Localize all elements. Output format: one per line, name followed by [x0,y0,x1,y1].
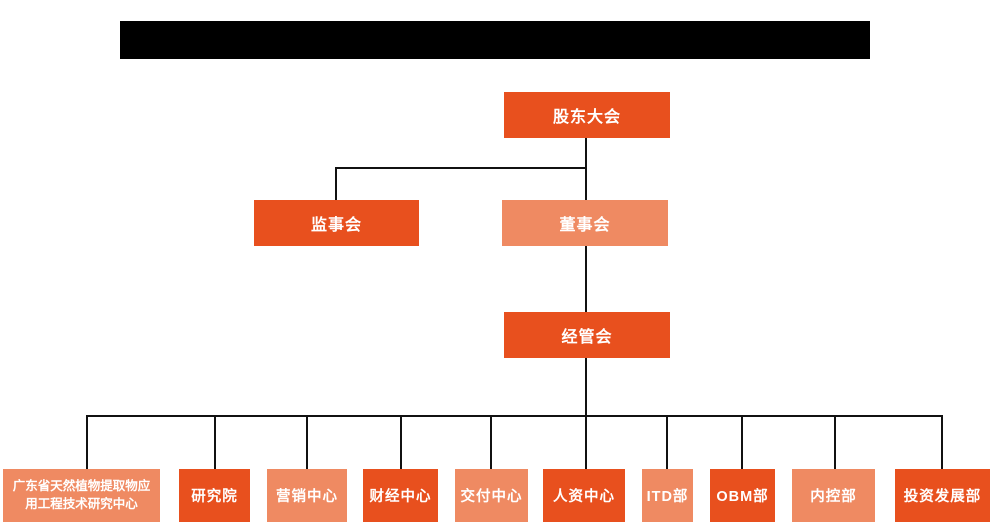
connector-drop-obm-dept [741,415,743,469]
connector-drop-hr-center [585,415,587,469]
node-research-center: 广东省天然植物提取物应 用工程技术研究中心 [3,469,160,522]
connector-drop-itd-dept [666,415,668,469]
connector-drop-finance-center [400,415,402,469]
node-obm-dept: OBM部 [710,469,775,522]
node-finance-center: 财经中心 [363,469,438,522]
node-management-committee: 经管会 [504,312,670,358]
connector-management-to-branch [585,358,587,417]
node-marketing-center: 营销中心 [267,469,347,522]
connector-drop-research-institute [214,415,216,469]
connector-branch-level4 [86,415,943,417]
connector-drop-supervisory [335,167,337,200]
connector-drop-investment-development-dept [941,415,943,469]
connector-drop-internal-control-dept [834,415,836,469]
redacted-title-bar [120,21,870,59]
node-itd-dept: ITD部 [642,469,693,522]
connector-trunk-top [585,138,587,200]
node-research-institute: 研究院 [179,469,250,522]
node-shareholders-meeting: 股东大会 [504,92,670,138]
node-board-of-directors: 董事会 [502,200,668,246]
connector-drop-marketing-center [306,415,308,469]
node-supervisory-board: 监事会 [254,200,419,246]
connector-drop-delivery-center [490,415,492,469]
node-investment-development-dept: 投资发展部 [895,469,990,522]
connector-drop-research-center [86,415,88,469]
node-internal-control-dept: 内控部 [792,469,875,522]
node-delivery-center: 交付中心 [455,469,528,522]
node-hr-center: 人资中心 [543,469,625,522]
connector-board-to-management [585,246,587,312]
connector-branch-level2 [335,167,587,169]
